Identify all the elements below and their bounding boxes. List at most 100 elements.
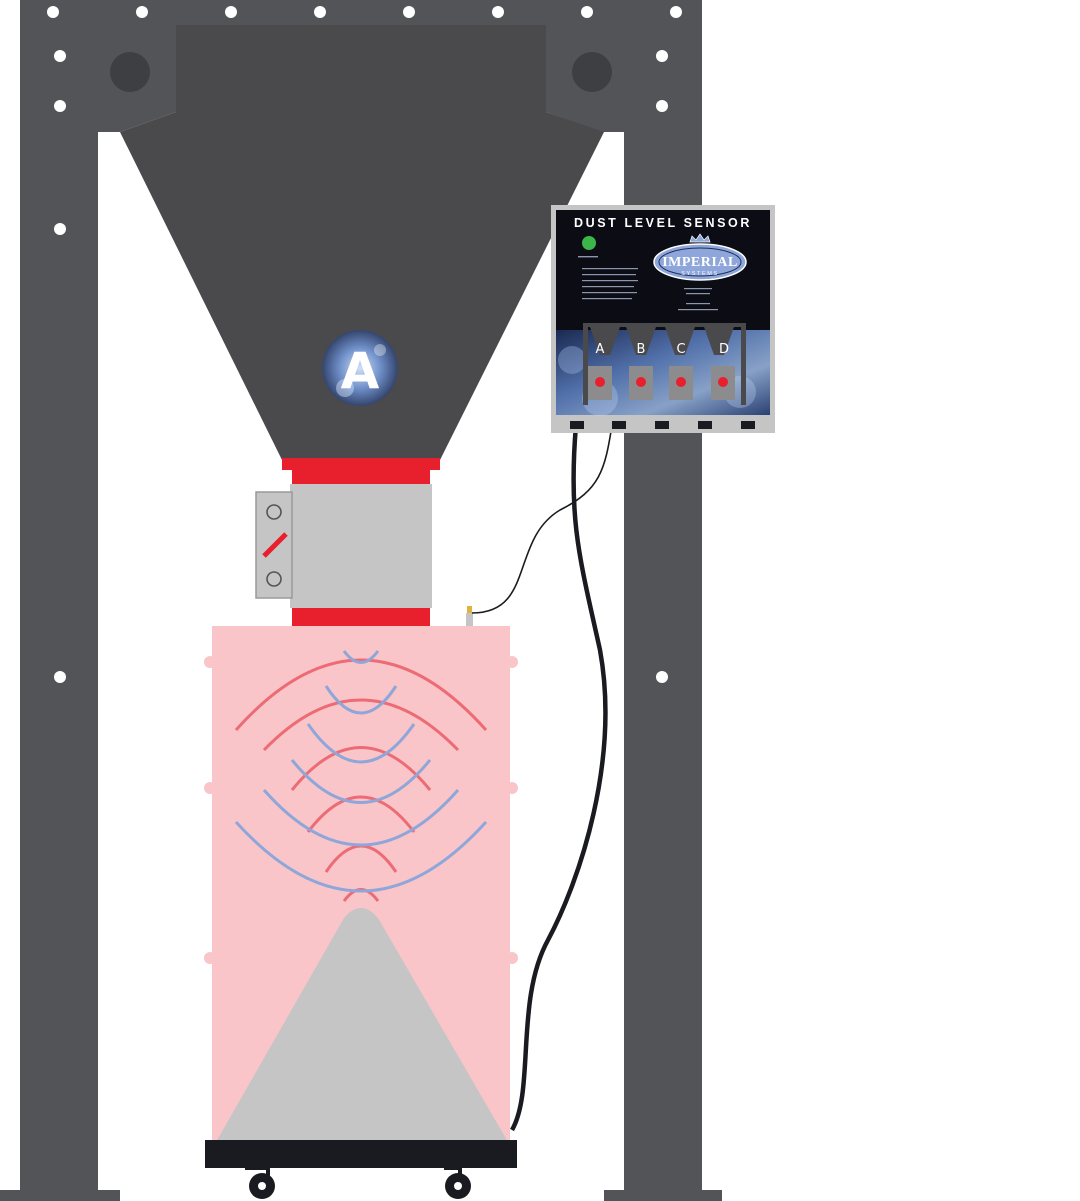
bolt — [656, 50, 668, 62]
cart-base — [205, 1140, 517, 1168]
cable-port — [655, 421, 669, 429]
bin-rib — [204, 952, 216, 964]
bolt — [656, 100, 668, 112]
brand-logo-inner — [658, 247, 742, 277]
phone-line — [686, 303, 710, 305]
mini-hopper-label: C — [676, 342, 685, 357]
mini-hopper-label: B — [637, 342, 646, 357]
sensor-fitting-tip — [467, 606, 472, 613]
wave-blue — [324, 685, 398, 715]
bolt — [54, 671, 66, 683]
bin-rib — [204, 782, 216, 794]
mini-hopper-label: D — [719, 342, 729, 357]
bolt — [54, 223, 66, 235]
bolt-hole — [572, 52, 612, 92]
instruction-line — [582, 268, 638, 270]
cable-port — [698, 421, 712, 429]
wave-red — [262, 698, 460, 752]
instruction-line — [578, 256, 598, 258]
bolt — [581, 6, 593, 18]
bolt — [54, 100, 66, 112]
sensor-fitting — [466, 613, 473, 626]
instruction-line — [582, 286, 634, 288]
sensor-waves — [234, 650, 488, 902]
mini-hopper-label: A — [596, 342, 605, 357]
cable-port — [612, 421, 626, 429]
wave-blue — [342, 650, 380, 664]
valve-screw — [266, 504, 282, 520]
brand-name: IMPERIAL — [662, 255, 738, 270]
instruction-line — [582, 274, 636, 276]
panel-instructions — [578, 256, 718, 311]
bottom-coupling — [292, 608, 430, 626]
caster-wheel-hub — [258, 1182, 266, 1190]
hopper-marker-a: A — [322, 330, 398, 406]
bolt — [314, 6, 326, 18]
instruction-line — [582, 298, 632, 300]
crown-icon — [689, 233, 711, 243]
wave-red — [306, 795, 416, 833]
brand-logo: IMPERIAL SYSTEMS — [653, 233, 747, 281]
bin-rib — [506, 782, 518, 794]
address-line — [686, 293, 710, 295]
brand-subtitle: SYSTEMS — [681, 271, 718, 277]
dust-speck — [558, 346, 586, 374]
frame-right-leg — [624, 0, 702, 1196]
power-cable — [510, 424, 608, 1132]
sensor-signal-wire — [471, 424, 613, 614]
wave-blue — [262, 789, 460, 847]
frame-top-beam — [20, 0, 702, 25]
bin-rib — [506, 656, 518, 668]
alarm-light — [676, 377, 686, 387]
hopper-cone — [120, 25, 604, 460]
slide-valve-body — [290, 484, 432, 608]
support-frame — [0, 0, 722, 1201]
frame-left-leg — [20, 0, 98, 1196]
brand-logo-oval — [653, 243, 747, 281]
frame-left-foot — [0, 1190, 120, 1201]
wave-blue — [306, 723, 416, 764]
mini-hopper — [590, 327, 620, 355]
bolt — [136, 6, 148, 18]
mini-top-beam — [583, 323, 746, 327]
instruction-line — [582, 292, 637, 294]
collection-bin — [204, 606, 518, 1146]
dust-level-sensor-panel: DUST LEVEL SENSOR IMPERIAL SYSTEMS — [551, 205, 775, 433]
status-indicator-light — [582, 236, 596, 250]
marker-badge-speckle — [336, 379, 354, 397]
bolt — [670, 6, 682, 18]
mini-right-leg — [741, 323, 746, 405]
wave-blue — [290, 759, 432, 804]
marker-letter: A — [341, 342, 380, 400]
web-line — [678, 309, 718, 311]
alarm-light — [718, 377, 728, 387]
bolt — [492, 6, 504, 18]
bolt — [54, 50, 66, 62]
instruction-line — [582, 280, 638, 282]
dust-pile — [216, 908, 508, 1142]
caster-wheel-hub — [454, 1182, 462, 1190]
mini-hopper — [665, 327, 695, 355]
top-flange — [282, 458, 440, 470]
bin-rib — [204, 656, 216, 668]
wave-blue — [234, 820, 488, 893]
valve-handle — [262, 532, 288, 558]
alarm-light — [595, 377, 605, 387]
wave-red — [290, 746, 432, 791]
cable-port — [741, 421, 755, 429]
alarm-light — [636, 377, 646, 387]
bolt — [47, 6, 59, 18]
bin-rib — [506, 952, 518, 964]
panel-title: DUST LEVEL SENSOR — [574, 216, 752, 230]
marker-badge — [322, 330, 398, 406]
bolt — [403, 6, 415, 18]
wave-red — [234, 658, 488, 731]
address-line — [684, 288, 712, 290]
bolt — [656, 671, 668, 683]
cable-port — [570, 421, 584, 429]
top-coupling — [292, 468, 430, 484]
mini-left-leg — [583, 323, 588, 405]
valve-screw — [266, 571, 282, 587]
mini-hopper — [704, 327, 734, 355]
